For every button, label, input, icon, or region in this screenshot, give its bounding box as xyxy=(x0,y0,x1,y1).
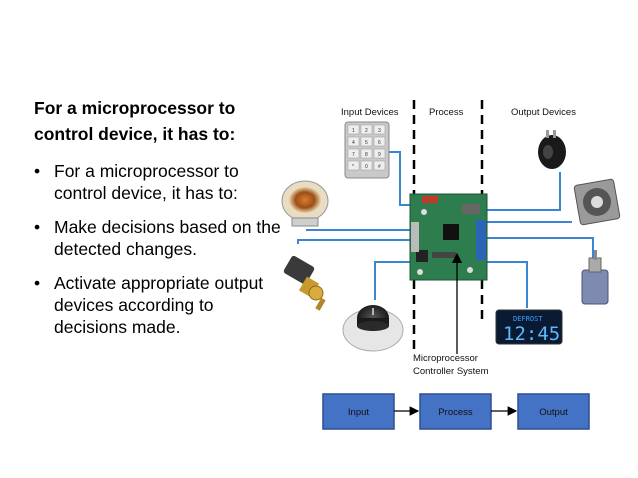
wire-keypad xyxy=(388,151,410,206)
controller-label-line1: Microprocessor xyxy=(413,353,478,364)
display-main-text: 12:45 xyxy=(503,323,560,345)
keypad-key: 5 xyxy=(365,140,368,146)
temperature-probe-image xyxy=(283,255,326,311)
keypad-key: 8 xyxy=(365,152,368,158)
lcd-display-image: DEFROST 12:45 xyxy=(495,309,563,345)
circuit-board-image xyxy=(409,193,488,281)
keypad-image: 1 2 3 4 5 6 7 8 9 * 0 # xyxy=(344,121,390,179)
keypad-key: 3 xyxy=(378,128,381,134)
wire-knob xyxy=(374,261,410,300)
col-process-label: Process xyxy=(429,107,464,118)
keypad-key: 4 xyxy=(352,140,355,146)
bullet-item: Make decisions based on the detected cha… xyxy=(34,216,284,260)
keypad-key: 0 xyxy=(365,164,368,170)
wire-buzzer xyxy=(487,172,561,211)
col-input-label: Input Devices xyxy=(341,107,399,118)
keypad-key: * xyxy=(352,164,354,170)
motor-image xyxy=(581,250,609,305)
flow-box-output xyxy=(517,393,590,430)
bullet-item: For a microprocessor to control device, … xyxy=(34,160,284,204)
wire-display xyxy=(487,261,528,308)
display-top-text: DEFROST xyxy=(513,315,543,323)
flow-box-process xyxy=(419,393,492,430)
col-output-label: Output Devices xyxy=(511,107,576,118)
wire-motor xyxy=(487,237,594,258)
keypad-key: 7 xyxy=(352,152,355,158)
slide-heading: For a microprocessor to control device, … xyxy=(34,98,236,144)
keypad-key: 2 xyxy=(365,128,368,134)
keypad-key: 9 xyxy=(378,152,381,158)
flow-diagram: Input Process Output xyxy=(322,393,590,430)
wires xyxy=(297,151,594,308)
knob-image xyxy=(342,305,404,352)
controller-label-line2: Controller System xyxy=(413,366,489,377)
wire-temp-probe xyxy=(297,239,410,244)
flow-box-output-label: Output xyxy=(539,407,568,418)
keypad-key: # xyxy=(378,164,381,170)
keypad-key: 1 xyxy=(352,128,355,134)
bullet-list: For a microprocessor to control device, … xyxy=(34,160,284,350)
flow-box-input xyxy=(322,393,395,430)
buzzer-image xyxy=(538,130,566,169)
sensor-image xyxy=(281,180,329,227)
keypad-key: 6 xyxy=(378,140,381,146)
flow-box-process-label: Process xyxy=(438,407,473,418)
fan-image xyxy=(573,178,621,226)
bullet-item: Activate appropriate output devices acco… xyxy=(34,272,284,338)
flow-box-input-label: Input xyxy=(348,407,369,418)
